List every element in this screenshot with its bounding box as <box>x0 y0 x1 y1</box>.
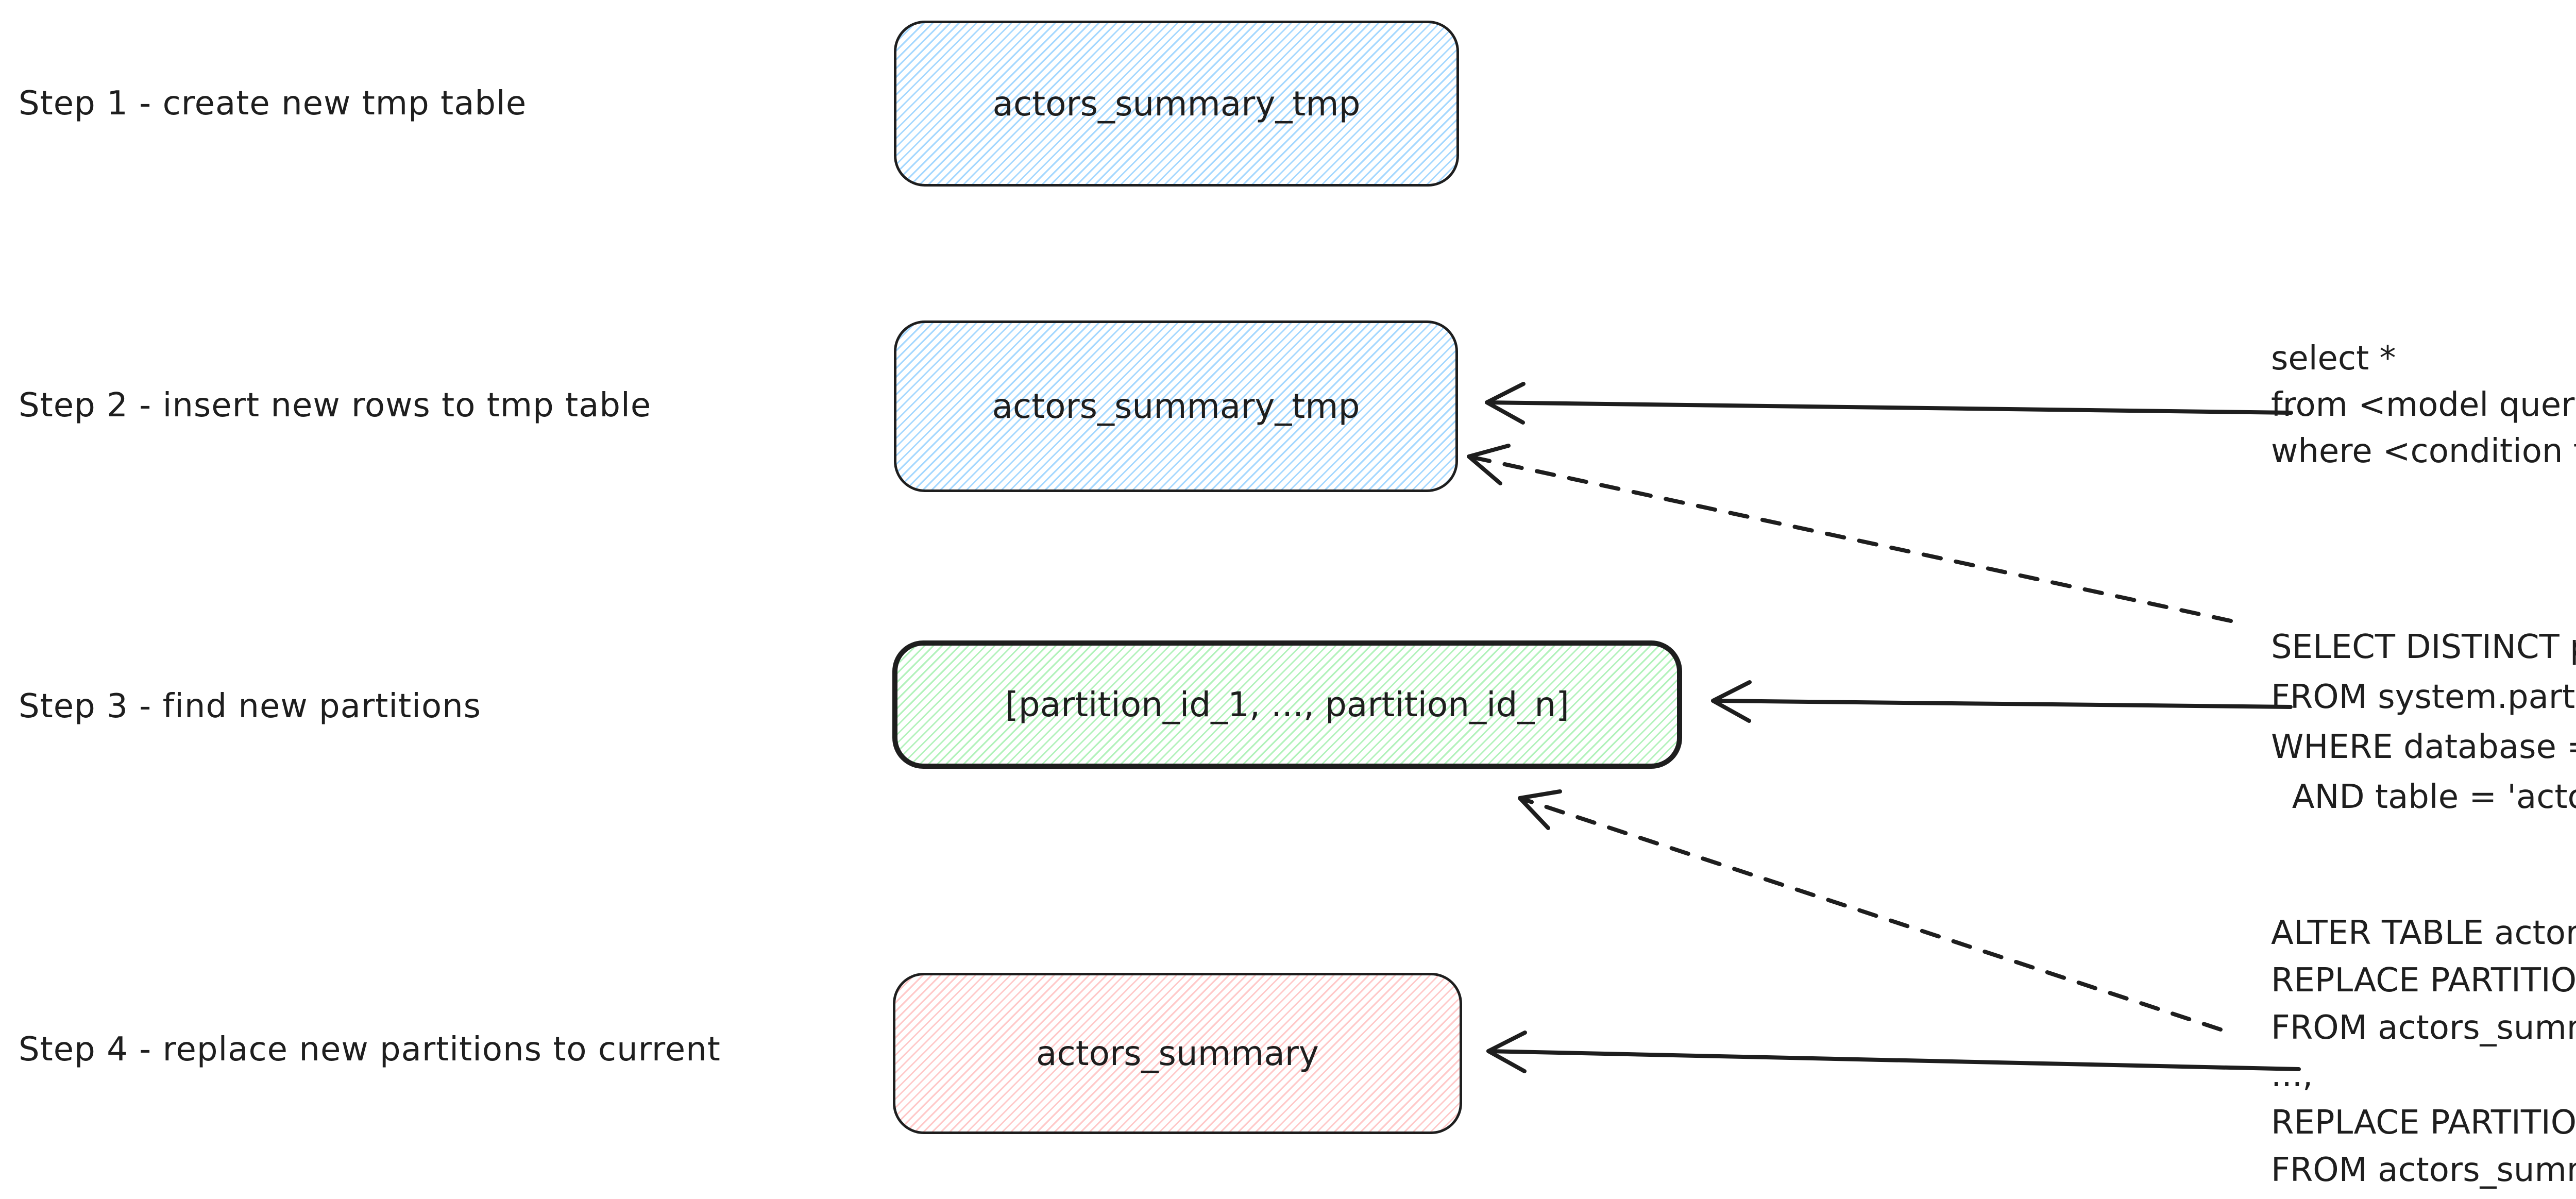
sql-line: ALTER TABLE actors_summary <box>2271 914 2576 952</box>
sql-line: ..., <box>2271 1056 2313 1094</box>
arrow-partitions-sql-to-list-box <box>1711 680 2293 723</box>
dashed-arrow-replace-sql-to-list-box <box>1518 789 2223 1032</box>
sql-find-partitions-query: SELECT DISTINCT partition_id FROM system… <box>2271 622 2576 822</box>
sql-line: select * <box>2271 340 2396 378</box>
sql-line: REPLACE PARTITION partition_id_n <box>2271 1104 2576 1142</box>
sql-insert-query: select * from <model query> where <condi… <box>2271 335 2576 475</box>
sql-line: WHERE database = <database> <box>2271 728 2576 766</box>
node-tmp-table-step2: actors_summary_tmp <box>894 320 1458 492</box>
sql-line: REPLACE PARTITION partition_id_1 <box>2271 961 2576 1000</box>
node-partition-list: [partition_id_1, ..., partition_id_n] <box>892 640 1682 769</box>
sql-replace-partition-query: ALTER TABLE actors_summary REPLACE PARTI… <box>2271 909 2576 1194</box>
sql-line: FROM system.parts <box>2271 678 2576 716</box>
step3-label: Step 3 - find new partitions <box>19 687 481 725</box>
dashed-arrow-partitions-sql-to-tmp-box <box>1467 444 2233 623</box>
step1-label: Step 1 - create new tmp table <box>19 85 527 123</box>
node-tmp-table-step1-label: actors_summary_tmp <box>992 83 1361 124</box>
step2-label: Step 2 - insert new rows to tmp table <box>19 386 652 425</box>
node-tmp-table-step2-label: actors_summary_tmp <box>992 386 1360 426</box>
node-current-table-label: actors_summary <box>1036 1034 1319 1073</box>
sql-line: FROM actors_summary_tmp, <box>2271 1151 2576 1189</box>
step4-label: Step 4 - replace new partitions to curre… <box>19 1031 721 1069</box>
arrow-replace-sql-to-current-box <box>1486 1031 2301 1073</box>
sql-line: SELECT DISTINCT partition_id <box>2271 628 2576 666</box>
sql-line: FROM actors_summary_tmp, <box>2271 1009 2576 1047</box>
sql-line: where <condition to identify new> <box>2271 432 2576 470</box>
sql-line: AND table = 'actors_summary_tmp' <box>2292 778 2576 816</box>
node-partition-list-label: [partition_id_1, ..., partition_id_n] <box>1005 685 1569 724</box>
node-current-table: actors_summary <box>893 973 1462 1134</box>
sql-line: from <model query> <box>2271 386 2576 424</box>
node-tmp-table-step1: actors_summary_tmp <box>894 21 1459 187</box>
arrow-select-to-tmp-box <box>1485 382 2293 425</box>
